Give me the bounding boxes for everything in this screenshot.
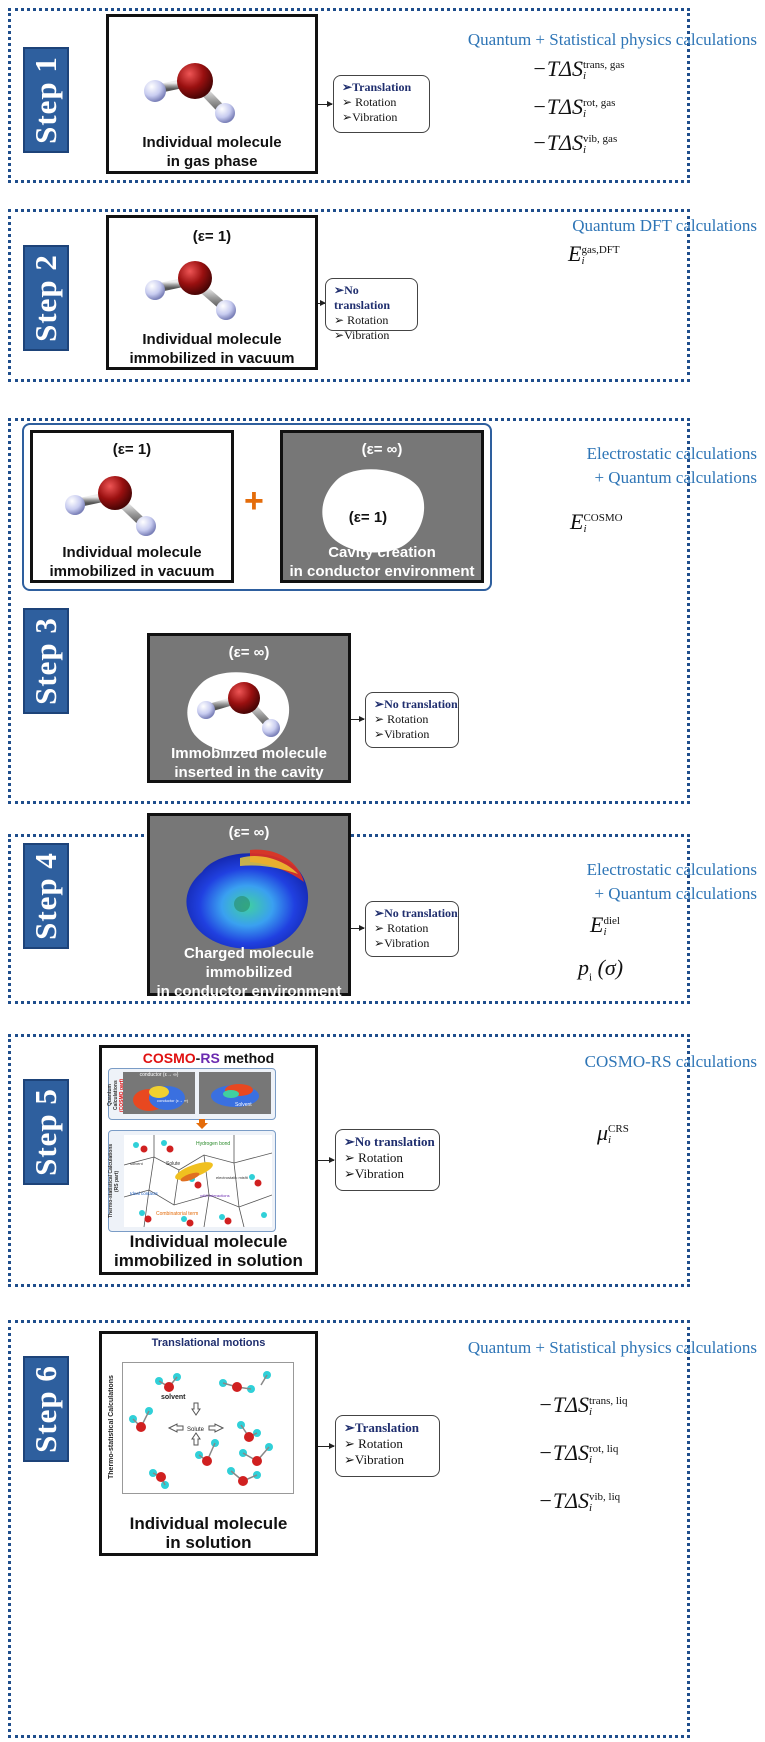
water-molecule-icon [144, 63, 235, 123]
svg-text:solvent: solvent [130, 1161, 144, 1166]
step-6-motion-box: ➢Translation ➢ Rotation ➢Vibration [335, 1415, 440, 1477]
quantum-part-label: Quantum Calculations (COSMO part) [107, 1078, 125, 1112]
step-3-cavity-inner-epsilon: (ε= 1) [348, 509, 388, 526]
svg-text:solvent: solvent [161, 1394, 186, 1401]
step-3-motion-box: ➢No translation ➢ Rotation ➢Vibration [365, 692, 459, 748]
step-4-label: Step 4 [23, 843, 69, 949]
step-2-calc-label: Quantum DFT calculations [572, 216, 757, 235]
step-6-calc-label: Quantum + Statistical physics calculatio… [467, 1338, 757, 1357]
step-6-frame [8, 1320, 690, 1738]
svg-text:Solute: Solute [166, 1161, 180, 1167]
step-2-epsilon: (ε= 1) [192, 228, 232, 245]
step-1-motion-box: ➢Translation ➢ Rotation ➢Vibration [333, 75, 430, 133]
step-1-frame [8, 8, 690, 183]
water-molecule-icon [65, 476, 156, 536]
step-3-inserted-epsilon: (ε= ∞) [228, 644, 270, 661]
step-2-arrow [318, 300, 326, 306]
charged-molecule-surface [186, 849, 309, 949]
quantum-part-box: Quantum Calculations (COSMO part) conduc… [107, 1068, 276, 1120]
svg-text:vdW interactions: vdW interactions [200, 1193, 230, 1198]
thermo-part-label: Thermo-statistical Calculations (RS part… [108, 1143, 120, 1219]
svg-text:Ideal contacts: Ideal contacts [130, 1191, 159, 1196]
step-4-calc-label: Electrostatic calculations+ Quantum calc… [586, 860, 757, 903]
step-3-vacuum-epsilon: (ε= 1) [112, 441, 152, 458]
step-2-motion-box: ➢No translation ➢ Rotation ➢Vibration [325, 278, 418, 342]
step-3-calc-label: Electrostatic calculations+ Quantum calc… [586, 444, 757, 487]
step-6-label: Step 6 [23, 1356, 69, 1462]
step-1-label: Step 1 [23, 47, 69, 153]
step-6-arrow [318, 1443, 335, 1449]
step-2-frame [8, 209, 690, 382]
step-5-motion-box: ➢No translation ➢ Rotation ➢Vibration [335, 1129, 440, 1191]
thermo-part-box: Thermo-statistical Calculations (RS part… [108, 1130, 276, 1232]
step-3-inner-frame [22, 423, 492, 591]
translational-diagram: solvent Solute [122, 1362, 294, 1494]
step-3-label: Step 3 [23, 608, 69, 714]
water-molecule-icon [145, 261, 236, 320]
svg-text:electrostatic misfit: electrostatic misfit [216, 1175, 249, 1180]
step-5-method-panel: COSMO-RS method Quantum Calculations (CO… [99, 1045, 318, 1275]
step-5-arrow [318, 1157, 335, 1163]
step-4-eq-sigma: pi (σ) [578, 955, 624, 984]
svg-text:Combinatorial term: Combinatorial term [156, 1211, 198, 1217]
cavity-shape [322, 469, 425, 553]
svg-text:Hydrogen bond: Hydrogen bond [196, 1141, 230, 1147]
quantum-mini-panel-2: Solvent [199, 1072, 271, 1114]
step-5-calc-label: COSMO-RS calculations [584, 1052, 757, 1071]
cavity-with-molecule [187, 672, 290, 751]
solution-network-diagram: Hydrogen bond solvent Solute electrostat… [124, 1135, 272, 1227]
step-4-epsilon: (ε= ∞) [228, 824, 270, 841]
translational-motions-title: Translational motions [151, 1337, 266, 1349]
step-1-calc-label: Quantum + Statistical physics calculatio… [467, 30, 757, 49]
step-2-label: Step 2 [23, 245, 69, 351]
step-6-solution-panel: Translational motions Thermo-statistical… [99, 1331, 318, 1556]
method-down-arrow [196, 1119, 208, 1129]
step-3-cavity-epsilon: (ε= ∞) [361, 441, 403, 458]
step-6-side-label: Thermo-statistical Calculations [108, 1375, 115, 1479]
quantum-mini-panel-1: conductor (ε→ ∞) conductor (ε→ ∞) [123, 1072, 195, 1114]
plus-icon: + [244, 482, 264, 520]
cosmo-rs-method-title: COSMO-RS method [142, 1050, 275, 1066]
step-3-frame [8, 418, 690, 804]
svg-text:Solute: Solute [187, 1427, 205, 1433]
step-5-label: Step 5 [23, 1079, 69, 1185]
step-5-frame [8, 1034, 690, 1287]
step-4-motion-box: ➢No translation ➢ Rotation ➢Vibration [365, 901, 459, 957]
step-1-arrow [318, 101, 333, 107]
step-3-arrow [351, 716, 365, 722]
step-4-arrow [351, 925, 365, 931]
